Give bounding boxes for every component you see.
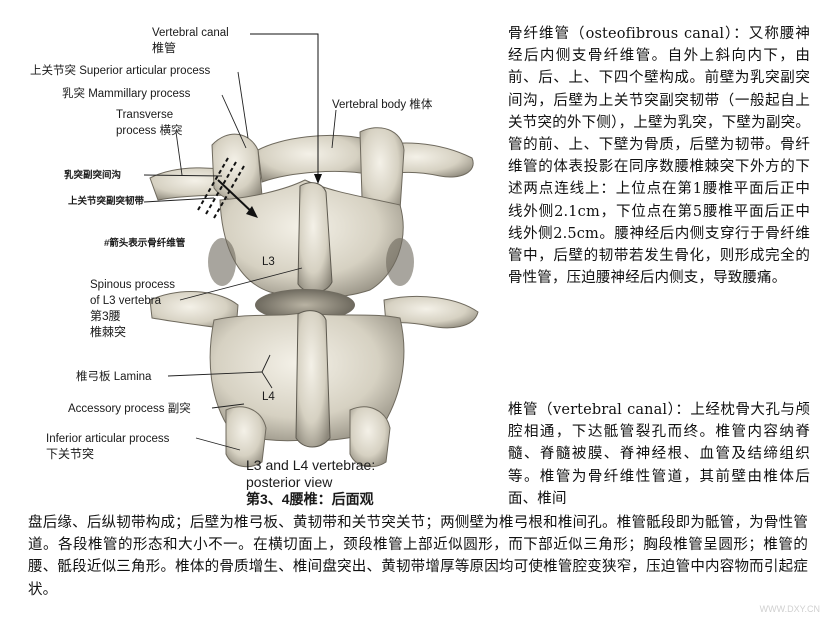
leader-lines [143, 71, 337, 451]
caption-en-line2: posterior view [246, 474, 333, 490]
vertebral-canal-arrow-icon [250, 33, 322, 184]
label-transverse-cn: process 横突 [116, 123, 183, 137]
label-mammillo-accessory-ligament: 上关节突副突韧带 [68, 195, 145, 207]
label-accessory: Accessory process 副突 [68, 401, 191, 415]
label-vertebral-canal-cn: 椎管 [152, 40, 176, 55]
l3-left-superior-articular-process [211, 133, 263, 203]
label-inferior-en: Inferior articular process [46, 433, 170, 445]
l4-right-inferior-articular-process [349, 406, 391, 468]
label-transverse-en: Transverse [116, 109, 173, 121]
facet-joint-shadow-right [386, 238, 414, 286]
label-mammillary: 乳突 Mammillary process [62, 86, 191, 100]
osteofibrous-canal-marks [197, 157, 245, 219]
label-spinous-en2: of L3 vertebra [90, 295, 162, 307]
vertebral-canal-paragraph-continued: 盘后缘、后纵韧带构成；后壁为椎弓板、黄韧带和关节突关节；两侧壁为椎弓根和椎间孔。… [28, 515, 808, 598]
l4-left-inferior-articular-process [225, 406, 267, 468]
interlaminar-space [255, 289, 355, 321]
label-l3: L3 [262, 256, 275, 268]
label-inferior-cn: 下关节突 [46, 446, 94, 461]
l3-spinous-process [297, 182, 333, 293]
osteofibrous-canal-arrow-icon [217, 179, 258, 218]
label-vertebral-canal-en: Vertebral canal [152, 27, 229, 39]
l4-right-transverse-process [383, 295, 479, 329]
vertebral-canal-paragraph-start: 椎管（vertebral canal）：上经枕骨大孔与颅腔相通，下达骶管裂孔而终… [508, 402, 810, 507]
label-l4: L4 [262, 391, 275, 403]
label-superior-articular: 上关节突 Superior articular process [30, 63, 210, 77]
label-lamina: 椎弓板 Lamina [76, 369, 152, 383]
watermark: WWW.DXY.CN [759, 604, 820, 614]
label-spinous-en1: Spinous process [90, 279, 175, 291]
caption-cn: 第3、4腰椎：后面观 [246, 491, 374, 507]
label-spinous-cn1: 第3腰 [90, 309, 121, 323]
facet-joint-shadow-left [208, 238, 236, 286]
label-spinous-cn2: 椎棘突 [90, 324, 126, 339]
osteofibrous-canal-paragraph: 骨纤维管（osteofibrous canal）：又称腰神经后内侧支骨纤维管。自… [508, 26, 810, 287]
label-vertebral-body: Vertebral body 椎体 [332, 97, 433, 111]
l4-spinous-process [295, 310, 331, 448]
vertebrae-illustration: Vertebral canal 椎管 上关节突 Superior articul… [30, 27, 479, 507]
label-mammillo-accessory-groove: 乳突副突间沟 [64, 169, 121, 181]
caption-en-line1: L3 and L4 vertebrae: [246, 457, 375, 473]
label-arrow-note: #箭头表示骨纤维管 [104, 237, 186, 249]
